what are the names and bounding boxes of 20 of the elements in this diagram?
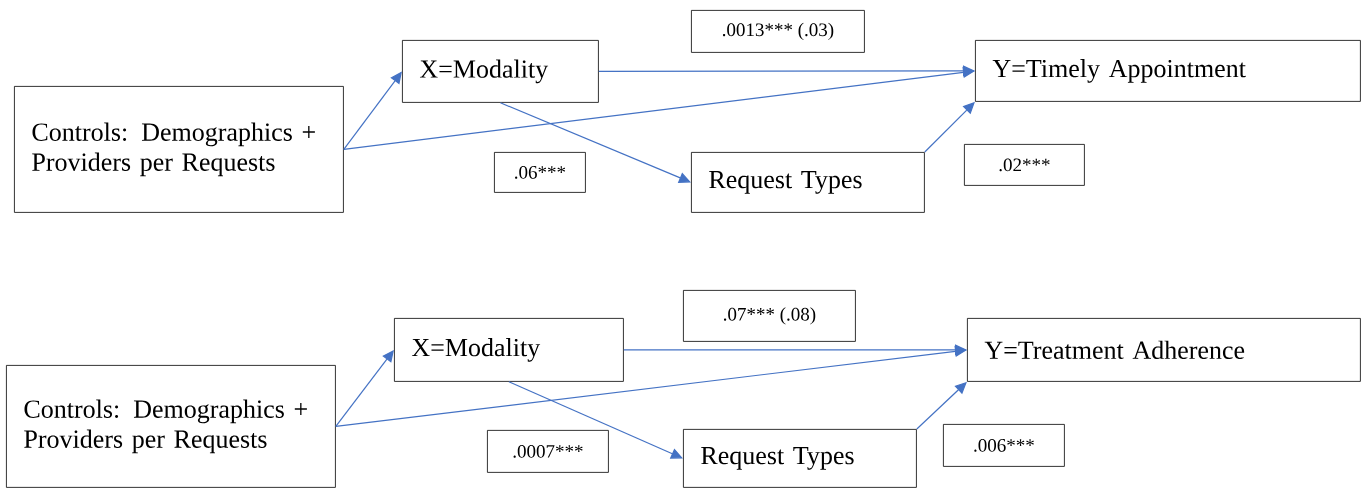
variable-box: X=Modality <box>394 318 624 382</box>
arrow <box>343 66 975 150</box>
coefficient-box: .07*** (.08) <box>683 290 856 342</box>
coefficient-box: .06*** <box>494 152 586 193</box>
variable-box: Controls: Demographics + Providers per Requests <box>14 86 344 213</box>
variable-box: Controls: Demographics + Providers per Requests <box>6 365 336 488</box>
arrow <box>343 71 402 150</box>
arrow <box>508 381 683 459</box>
coefficient-box: .006*** <box>943 424 1065 467</box>
arrow <box>499 102 691 183</box>
variable-box: Request Types <box>683 429 917 488</box>
arrow <box>598 65 975 77</box>
variable-box: X=Modality <box>402 40 599 103</box>
coefficient-box: .0013*** (.03) <box>691 10 865 53</box>
coefficient-box: .02*** <box>964 144 1085 186</box>
variable-box: Request Types <box>691 152 925 213</box>
variable-box: Y=Timely Appointment <box>975 40 1361 102</box>
arrow <box>623 344 967 356</box>
coefficient-box: .0007*** <box>487 430 609 473</box>
variable-box: Y=Treatment Adherence <box>967 318 1361 382</box>
